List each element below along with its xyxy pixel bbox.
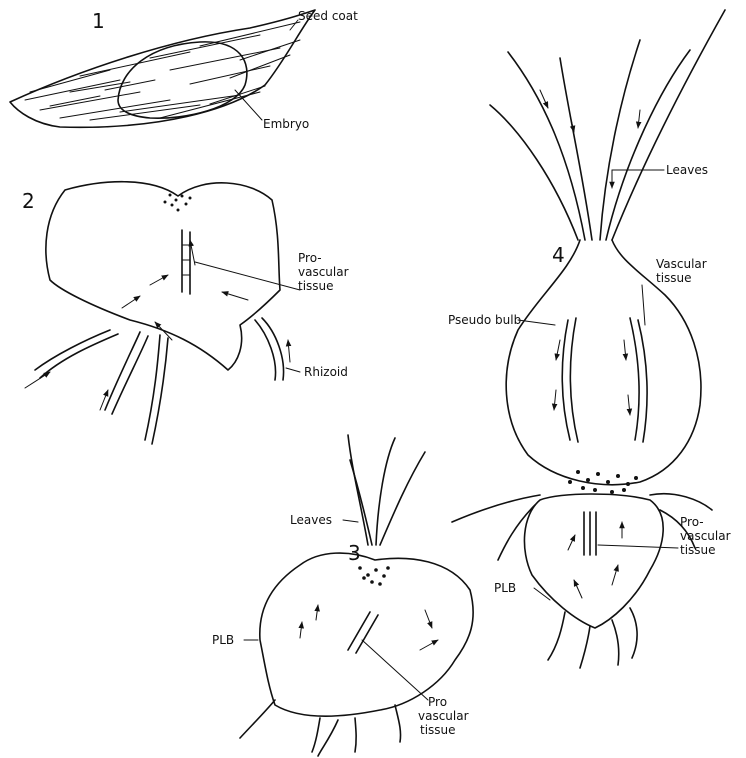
label-provascular-1: Pro- <box>298 251 322 265</box>
plb-3-provascular <box>348 612 378 653</box>
label-rhizoid: Rhizoid <box>304 365 348 379</box>
provascular-4-leader <box>598 545 678 548</box>
label-embryo: Embryo <box>263 117 309 131</box>
label-seed-coat: Seed coat <box>298 9 358 23</box>
label-provascular-4c: tissue <box>680 543 716 557</box>
provascular-3-leader <box>362 640 428 700</box>
figure-2-number: 2 <box>22 189 35 213</box>
label-leaves-4: Leaves <box>666 163 708 177</box>
figure-1-seed: 1 Seed coat Embryo <box>10 9 358 131</box>
plb-4-flow-arrows <box>568 522 622 598</box>
pseudobulb-vascular-tissue <box>562 318 647 442</box>
label-pseudobulb: Pseudo bulb <box>448 313 521 327</box>
protocorm-outline <box>46 182 280 370</box>
plb-3-rhizoids <box>240 700 401 756</box>
figure-2-protocorm: 2 Pro- v <box>22 182 349 444</box>
leaf-flow-arrows <box>540 90 640 188</box>
nutrient-flow-arrows <box>122 240 248 340</box>
plb-3-flow-arrows <box>300 605 438 650</box>
label-provascular-4a: Pro- <box>680 515 704 529</box>
leaves-3-leader <box>343 520 358 522</box>
label-plb-4: PLB <box>494 581 516 595</box>
label-vascular-tissue: tissue <box>656 271 692 285</box>
label-provascular-3b: vascular <box>418 709 469 723</box>
pseudobulb-flow-arrows <box>554 340 630 415</box>
label-provascular-3a: Pro <box>428 695 447 709</box>
label-provascular-3c: tissue <box>420 723 456 737</box>
label-leaves-3: Leaves <box>290 513 332 527</box>
label-plb-3: PLB <box>212 633 234 647</box>
plb-3-meristem <box>358 566 390 586</box>
provascular-strand-cells <box>182 245 190 275</box>
figure-4-number: 4 <box>552 243 565 267</box>
plb-4-meristem-cluster <box>568 470 638 494</box>
rhizoids <box>35 318 284 444</box>
plb-4-provascular <box>584 512 596 555</box>
mature-leaves <box>490 10 725 240</box>
seed-coat-texture <box>25 22 300 120</box>
figure-4-plantlet: 4 Leaves Vascular tissue Pseudo b <box>448 10 731 668</box>
figure-1-number: 1 <box>92 9 105 33</box>
seed-coat-leader <box>290 20 298 30</box>
figure-3-plb: 3 Leaves PLB Pro vascular <box>212 435 473 756</box>
provascular-strand <box>182 230 190 294</box>
young-leaves <box>348 435 425 545</box>
plb-4-outline <box>524 494 663 628</box>
label-vascular: Vascular <box>656 257 707 271</box>
plb-4-roots <box>452 494 712 668</box>
label-provascular-2: vascular <box>298 265 349 279</box>
vascular-tissue-leader <box>642 285 645 325</box>
provascular-leader <box>195 262 300 290</box>
label-provascular-4b: vascular <box>680 529 731 543</box>
label-provascular-3: tissue <box>298 279 334 293</box>
rhizoid-leader <box>286 368 300 372</box>
